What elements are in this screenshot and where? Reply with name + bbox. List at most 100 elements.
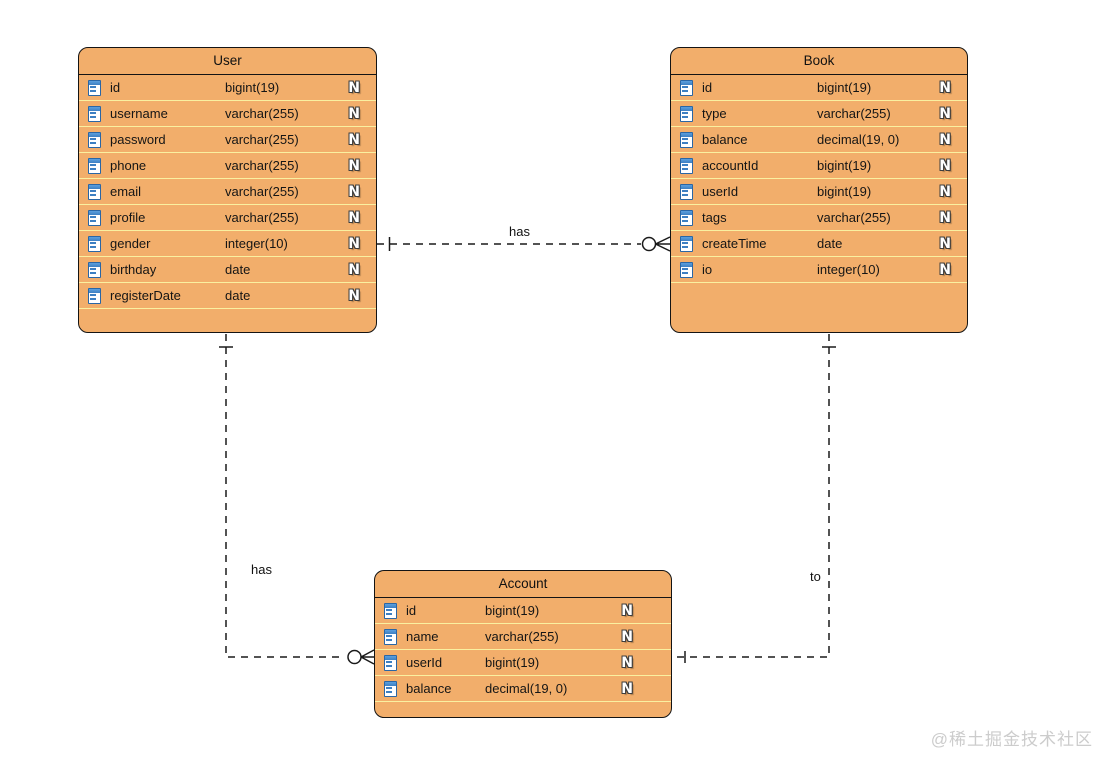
nullable-icon: N bbox=[939, 105, 951, 122]
nullable-icon: N bbox=[348, 79, 360, 96]
column-name: io bbox=[702, 262, 713, 277]
nullable-icon: N bbox=[621, 628, 633, 645]
nullable-icon: N bbox=[348, 157, 360, 174]
column-type: varchar(255) bbox=[225, 132, 299, 147]
column-icon bbox=[384, 654, 397, 671]
cardinality-zero-marker bbox=[347, 649, 362, 665]
column-icon bbox=[680, 261, 693, 278]
column-icon bbox=[680, 131, 693, 148]
column-icon bbox=[680, 157, 693, 174]
column-name: createTime bbox=[702, 236, 767, 251]
column-name: balance bbox=[406, 681, 452, 696]
column-icon bbox=[88, 157, 101, 174]
column-name: accountId bbox=[702, 158, 759, 173]
column-icon bbox=[680, 235, 693, 252]
table-row: accountId bigint(19) N bbox=[671, 153, 967, 179]
table-row: username varchar(255) N bbox=[79, 101, 376, 127]
column-name: name bbox=[406, 629, 439, 644]
column-type: bigint(19) bbox=[817, 184, 872, 199]
nullable-icon: N bbox=[939, 131, 951, 148]
table-row: userId bigint(19) N bbox=[375, 650, 671, 676]
relation-label: to bbox=[810, 569, 821, 584]
crow-foot-marker bbox=[655, 236, 671, 252]
table-row: id bigint(19) N bbox=[79, 75, 376, 101]
column-type: varchar(255) bbox=[485, 629, 559, 644]
entity-table-user[interactable]: User id bigint(19) N username varchar(25… bbox=[78, 47, 377, 333]
table-row: name varchar(255) N bbox=[375, 624, 671, 650]
table-title: Book bbox=[671, 48, 967, 75]
column-name: password bbox=[110, 132, 166, 147]
watermark: @稀土掘金技术社区 bbox=[930, 730, 1093, 749]
relation-label: has bbox=[509, 224, 530, 239]
column-name: userId bbox=[406, 655, 443, 670]
nullable-icon: N bbox=[348, 261, 360, 278]
table-row: balance decimal(19, 0) N bbox=[375, 676, 671, 702]
relation-book-account bbox=[672, 334, 836, 663]
entity-table-account[interactable]: Account id bigint(19) N name varchar(255… bbox=[374, 570, 672, 718]
column-name: gender bbox=[110, 236, 151, 251]
column-type: bigint(19) bbox=[817, 80, 872, 95]
table-row: password varchar(255) N bbox=[79, 127, 376, 153]
column-icon bbox=[88, 287, 101, 304]
column-type: varchar(255) bbox=[225, 210, 299, 225]
column-type: varchar(255) bbox=[817, 106, 891, 121]
table-row: type varchar(255) N bbox=[671, 101, 967, 127]
column-type: bigint(19) bbox=[485, 655, 540, 670]
column-icon bbox=[88, 131, 101, 148]
column-name: userId bbox=[702, 184, 739, 199]
table-title: Account bbox=[375, 571, 671, 598]
column-name: profile bbox=[110, 210, 146, 225]
column-type: varchar(255) bbox=[225, 184, 299, 199]
column-name: username bbox=[110, 106, 168, 121]
nullable-icon: N bbox=[621, 654, 633, 671]
column-name: id bbox=[702, 80, 713, 95]
nullable-icon: N bbox=[939, 235, 951, 252]
table-row: profile varchar(255) N bbox=[79, 205, 376, 231]
column-type: decimal(19, 0) bbox=[485, 681, 568, 696]
table-row: createTime date N bbox=[671, 231, 967, 257]
table-row: phone varchar(255) N bbox=[79, 153, 376, 179]
column-type: integer(10) bbox=[817, 262, 880, 277]
nullable-icon: N bbox=[621, 680, 633, 697]
column-name: tags bbox=[702, 210, 727, 225]
column-icon bbox=[88, 261, 101, 278]
table-title: User bbox=[79, 48, 376, 75]
column-type: bigint(19) bbox=[225, 80, 280, 95]
column-type: bigint(19) bbox=[817, 158, 872, 173]
column-type: bigint(19) bbox=[485, 603, 540, 618]
nullable-icon: N bbox=[939, 261, 951, 278]
column-icon bbox=[88, 183, 101, 200]
column-name: id bbox=[406, 603, 417, 618]
table-row: balance decimal(19, 0) N bbox=[671, 127, 967, 153]
column-type: date bbox=[225, 288, 251, 303]
column-icon bbox=[384, 680, 397, 697]
entity-table-book[interactable]: Book id bigint(19) N type varchar(255) N… bbox=[670, 47, 968, 333]
column-name: registerDate bbox=[110, 288, 181, 303]
column-icon bbox=[88, 235, 101, 252]
column-icon bbox=[680, 183, 693, 200]
column-icon bbox=[680, 105, 693, 122]
crow-foot-marker bbox=[360, 649, 375, 665]
table-row: userId bigint(19) N bbox=[671, 179, 967, 205]
table-row: tags varchar(255) N bbox=[671, 205, 967, 231]
nullable-icon: N bbox=[348, 131, 360, 148]
column-icon bbox=[680, 79, 693, 96]
nullable-icon: N bbox=[348, 209, 360, 226]
column-name: phone bbox=[110, 158, 147, 173]
nullable-icon: N bbox=[621, 602, 633, 619]
nullable-icon: N bbox=[348, 235, 360, 252]
column-name: birthday bbox=[110, 262, 157, 277]
column-type: varchar(255) bbox=[225, 106, 299, 121]
column-icon bbox=[384, 602, 397, 619]
relation-user-account bbox=[219, 334, 375, 665]
column-icon bbox=[88, 209, 101, 226]
table-row: email varchar(255) N bbox=[79, 179, 376, 205]
relation-label: has bbox=[251, 562, 272, 577]
table-row: registerDate date N bbox=[79, 283, 376, 309]
column-type: date bbox=[225, 262, 251, 277]
nullable-icon: N bbox=[939, 209, 951, 226]
column-type: integer(10) bbox=[225, 236, 288, 251]
nullable-icon: N bbox=[348, 183, 360, 200]
nullable-icon: N bbox=[348, 287, 360, 304]
column-name: id bbox=[110, 80, 121, 95]
